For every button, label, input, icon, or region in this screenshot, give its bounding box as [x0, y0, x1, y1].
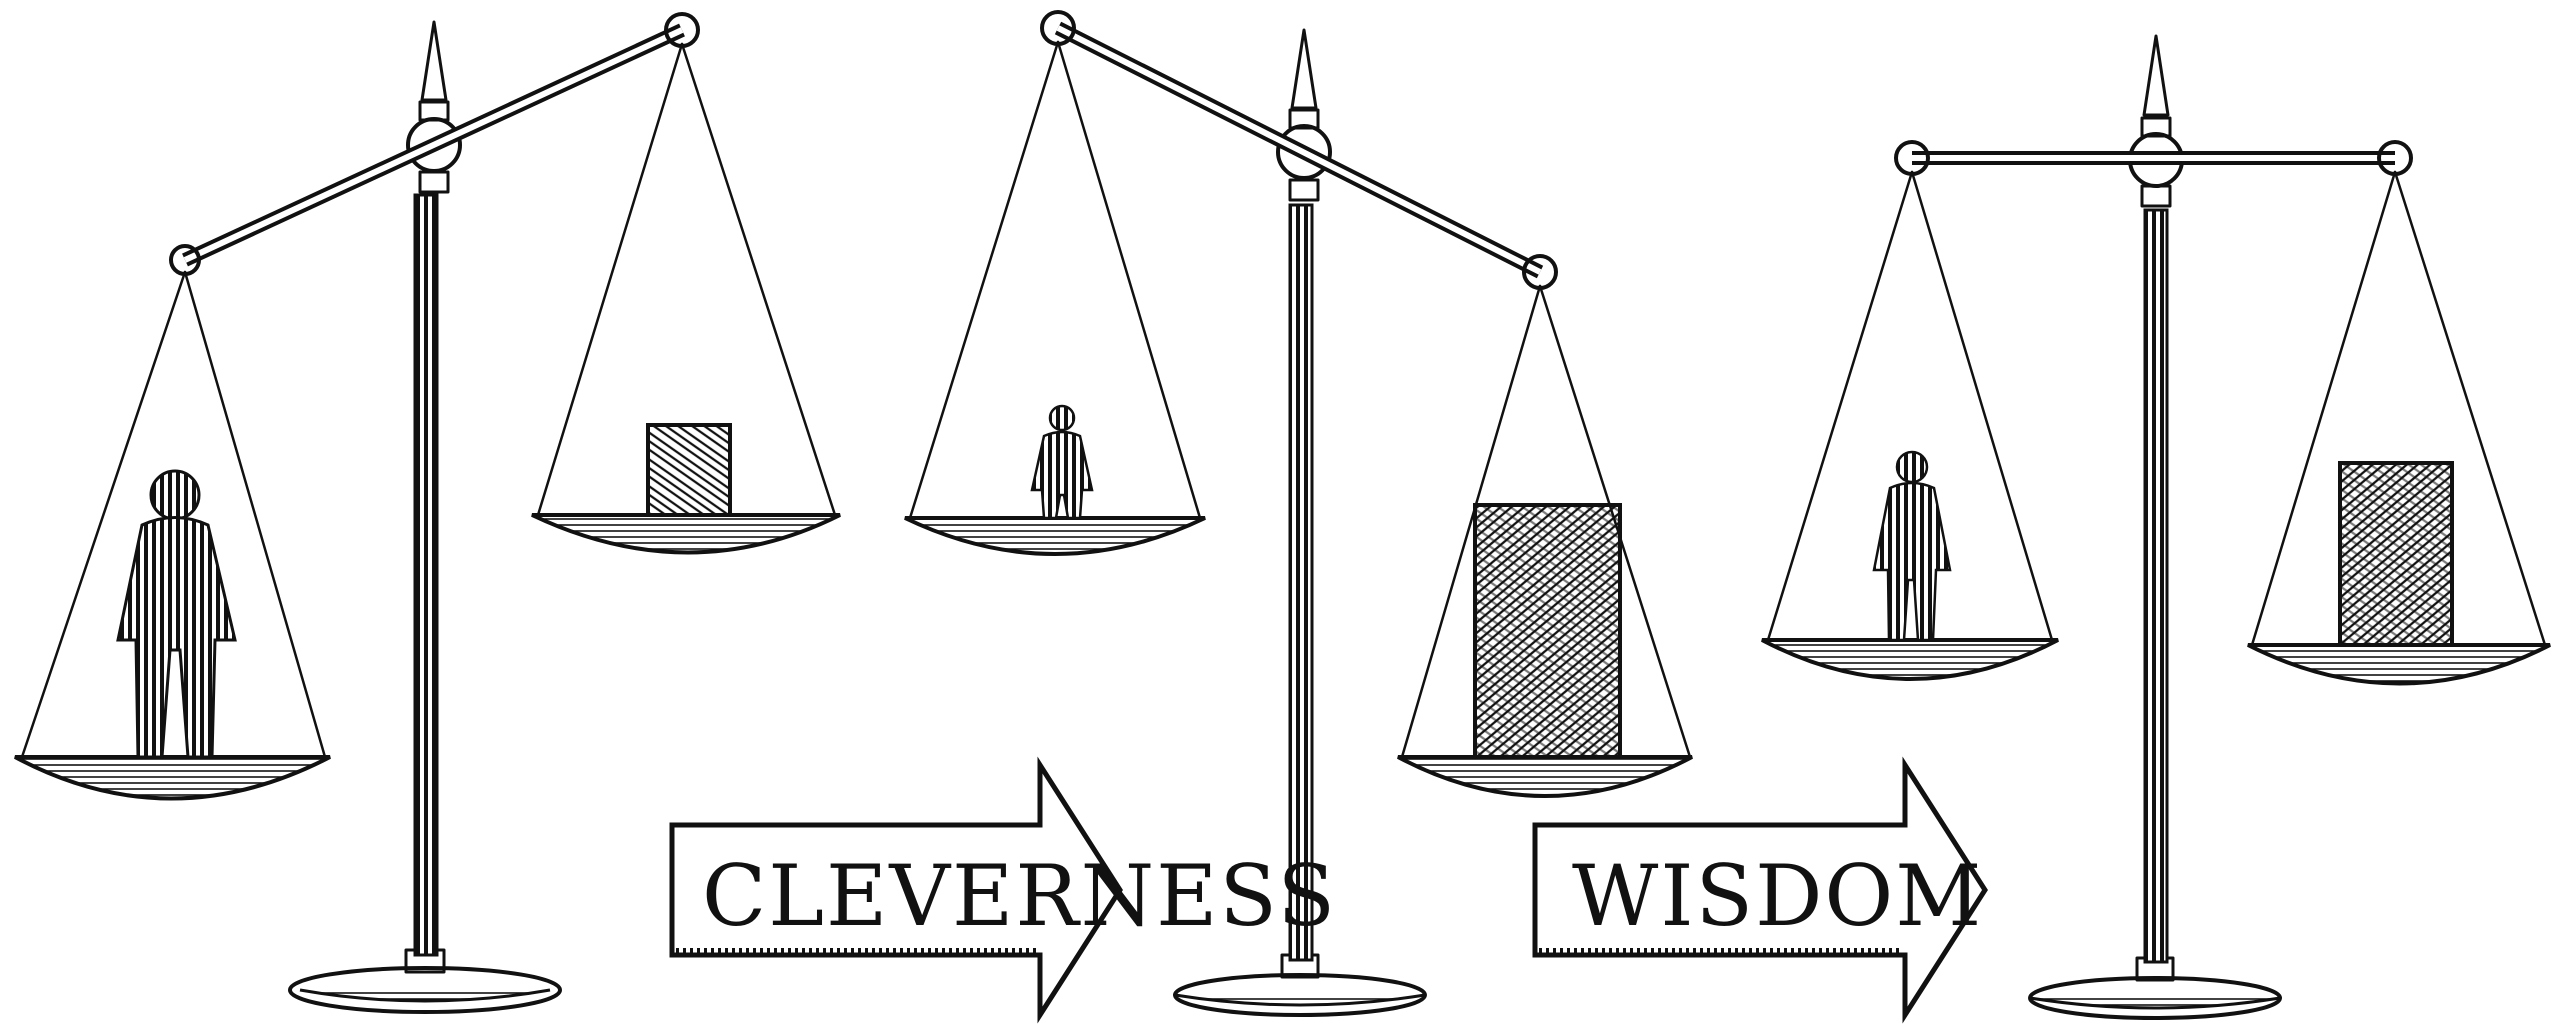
scale-1-person	[118, 471, 235, 757]
scale-1-pole	[415, 195, 437, 955]
scale-1-block	[648, 425, 730, 515]
scale-3-pole	[2145, 210, 2167, 962]
arrow-wisdom-label: WISDOM	[1572, 847, 1983, 945]
scale-3-person	[1874, 452, 1950, 640]
scale-2-person	[1032, 406, 1092, 518]
arrow-wisdom: WISDOM	[1535, 765, 1985, 1015]
arrow-cleverness-label: CLEVERNESS	[702, 847, 1337, 945]
